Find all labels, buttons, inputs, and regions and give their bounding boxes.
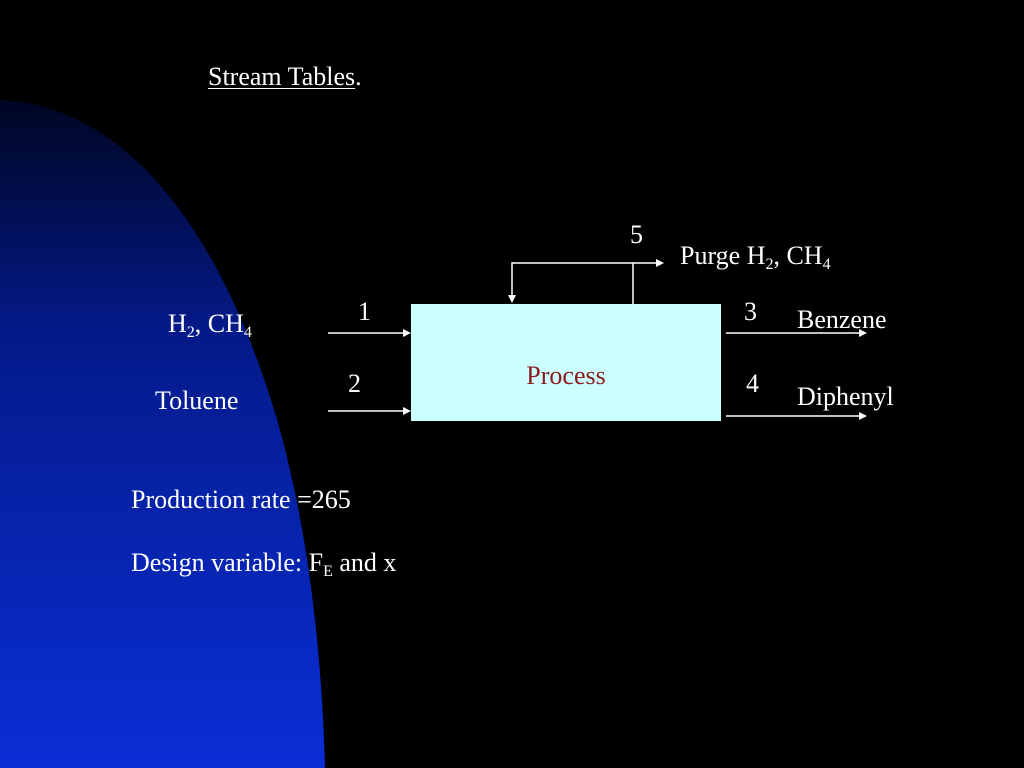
design-suffix: and x [332,548,397,577]
purge-label: Purge H2, CH4 [680,241,831,273]
design-sub: E [323,563,333,580]
product-label-2: Diphenyl [797,382,894,411]
input-arrowhead-1 [403,329,411,337]
stream-label-5: 5 [630,220,643,249]
stream-label-4: 4 [746,369,759,398]
process-label: Process [526,361,606,390]
stream-label-3: 3 [744,297,757,326]
purge-sub-2: 4 [822,256,831,273]
slide-title: Stream Tables. [208,62,362,92]
purge-arrowhead [656,259,664,267]
blue-arc-shape [0,100,325,768]
feed1-sub-1: 2 [186,324,195,341]
title-suffix: . [355,62,362,91]
process-box: Process [411,304,721,421]
recycle-line [511,262,634,304]
output-arrowhead-3 [859,329,867,337]
title-text: Stream Tables [208,62,356,91]
input-arrowhead-2 [403,407,411,415]
output-arrowhead-4 [859,412,867,420]
feed1-sub-2: 4 [243,324,252,341]
feed1-mid: , CH [194,309,244,338]
product-label-1: Benzene [797,305,887,334]
design-prefix: Design variable: F [131,548,324,577]
purge-mid: , CH [773,241,823,270]
purge-sub-1: 2 [765,256,774,273]
feed-label-1: H2, CH4 [168,309,252,341]
production-rate-text: Production rate =265 [131,485,351,514]
feed-label-2: Toluene [155,386,239,415]
stream-label-1: 1 [358,297,371,326]
recycle-arrowhead [508,295,516,303]
purge-base: Purge H [680,241,766,270]
stream-label-2: 2 [348,369,361,398]
design-variable-text: Design variable: FE and x [131,548,397,580]
feed1-base: H [168,309,187,338]
